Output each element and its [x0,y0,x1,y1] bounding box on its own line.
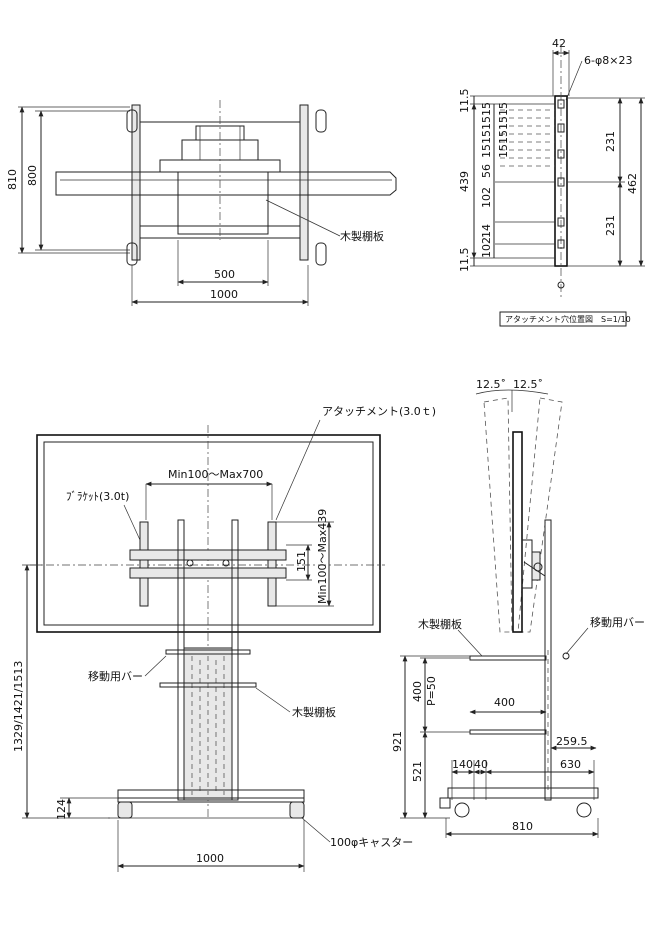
front-label-shelf: 木製棚板 [292,705,336,719]
side-caster-left [454,802,470,818]
side-tv [512,431,523,633]
attach-hole-spec: 6-φ8×23 [584,54,632,67]
front-dim-total-height: 1329/1421/1513 [12,661,25,752]
side-tv-tilt-back [483,397,513,633]
front-label-move-bar: 移動用バー [88,669,143,683]
top-view: 810 800 木製棚板 500 1000 [6,100,397,306]
side-dim-pitch: P=50 [425,676,438,706]
attach-dim-42: 42 [552,37,566,50]
side-dim-259-5: 259.5 [556,735,588,748]
top-dim-500: 500 [214,268,235,281]
top-right-post [299,104,309,261]
side-dim-140: 140 [452,758,473,771]
front-shelf-lower [159,682,257,688]
attach-dim-102-top: 102 [480,187,493,208]
side-shelf-lower [469,729,547,735]
front-dim-height-range: Min100～Max439 [316,509,329,604]
front-label-attachment: アタッチメント(3.0ｔ) [322,405,436,418]
front-dim-1000: 1000 [196,852,224,865]
front-tv-outer [36,434,381,633]
top-left-post [131,104,141,261]
attachment-hole-diagram: 42 6-φ8×23 11.5 439 1 [458,37,645,327]
front-tv-screen [43,441,374,626]
side-dim-400-horizontal: 400 [494,696,515,709]
side-base [447,787,599,799]
side-label-move-bar: 移動用バー [590,615,645,629]
side-dim-810: 810 [512,820,533,833]
front-dim-width-range: Min100～Max700 [168,468,263,481]
attach-dim-102-bottom: 102 [480,237,493,258]
top-column [177,171,269,235]
attach-dim-439: 439 [458,171,471,192]
attach-dim-15-series-b: 15151515 [497,102,510,158]
side-angle-right: 12.5˚ [513,378,543,391]
top-dim-1000: 1000 [210,288,238,301]
side-caster-right [576,802,592,818]
front-label-caster: 100φキャスター [330,836,413,849]
top-dim-800: 800 [26,165,39,186]
top-label-shelf: 木製棚板 [340,229,384,243]
attach-dim-231-top: 231 [604,131,617,152]
side-shelf-upper [469,655,547,661]
attach-dim-14: 14 [480,224,493,238]
front-dim-124: 124 [55,799,68,820]
front-label-bracket: ﾌﾞﾗｹｯﾄ(3.0t) [66,490,129,503]
side-dim-630: 630 [560,758,581,771]
front-dim-151: 151 [295,551,308,572]
side-view: 12.5˚ 12.5˚ 木製棚板 移動用バー 400 P=50 400 [391,378,645,838]
side-dim-40: 40 [474,758,488,771]
side-tv-tilt-forward [517,397,563,633]
side-angle-left: 12.5˚ [476,378,506,391]
attach-dim-11-5-bottom: 11.5 [458,248,471,273]
front-shelf-upper [165,649,251,655]
attach-dim-11-5-top: 11.5 [458,89,471,114]
side-dim-400-vertical: 400 [411,681,424,702]
side-label-shelf: 木製棚板 [418,617,462,631]
attach-caption: アタッチメント穴位置図 S=1/10 [505,314,631,324]
top-tv-panel [55,171,397,196]
attach-dim-231-bottom: 231 [604,215,617,236]
attach-dim-462: 462 [626,173,639,194]
attach-dim-56: 56 [480,164,493,178]
side-dim-921: 921 [391,731,404,752]
top-dim-810: 810 [6,169,19,190]
side-dim-521: 521 [411,761,424,782]
attach-dim-15-series: 15151515 [480,102,493,158]
front-view: アタッチメント(3.0ｔ) Min100～Max700 ﾌﾞﾗｹｯﾄ(3.0t)… [12,405,436,872]
